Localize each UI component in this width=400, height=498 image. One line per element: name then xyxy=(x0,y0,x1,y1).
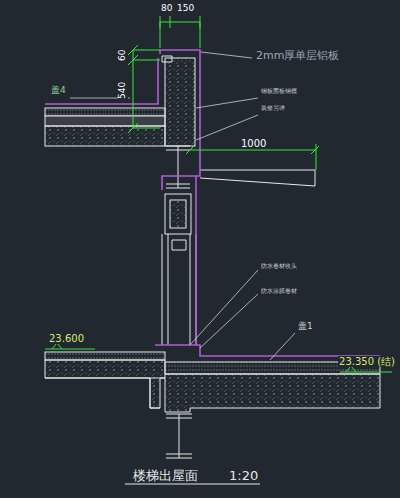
elevation: 23.600 xyxy=(48,333,85,344)
scale: 1:20 xyxy=(228,469,259,483)
elevation: 23.350 (结) xyxy=(338,356,396,367)
dimension: 150 xyxy=(176,4,195,14)
roof-tag: 盖1 xyxy=(297,322,314,332)
dimension: 60 xyxy=(118,49,128,62)
material-note: 装修另详 xyxy=(260,105,286,112)
material-note: 钢板面板钢檩 xyxy=(260,88,298,95)
material-note: 防水卷材收头 xyxy=(260,263,298,270)
roof-tag: 盖4 xyxy=(50,86,67,96)
dimension: 1000 xyxy=(240,138,267,149)
dimension: 540 xyxy=(118,81,128,100)
dimension: 80 xyxy=(160,4,173,14)
material-note: 2mm厚单层铝板 xyxy=(255,50,340,62)
drawing-title: 楼梯出屋面 xyxy=(132,469,199,483)
material-note: 防水涂膜卷材 xyxy=(260,288,298,295)
